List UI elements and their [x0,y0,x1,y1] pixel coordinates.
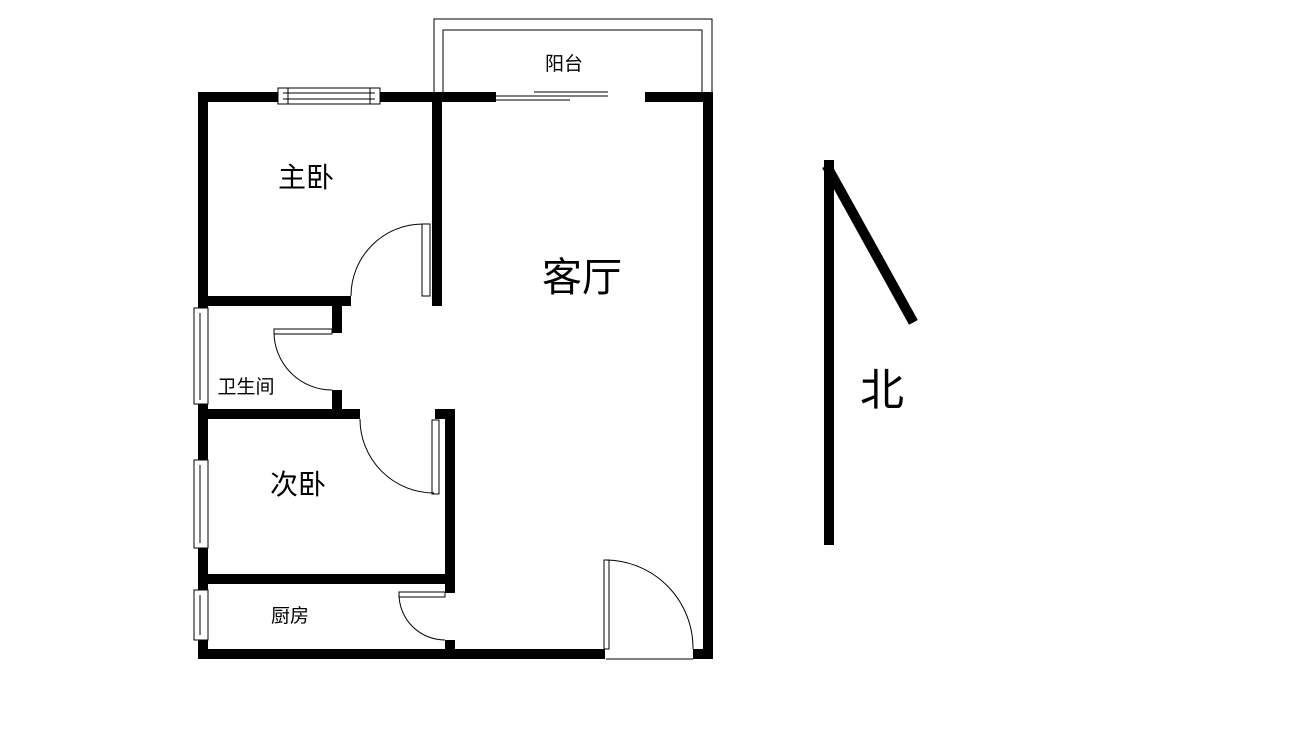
living-room-label: 客厅 [542,255,622,301]
entrance-door [603,559,694,660]
master-bedroom-door [350,223,431,297]
interior-walls [198,92,455,659]
kitchen-label: 厨房 [271,605,309,627]
balcony-sliding-door [496,91,608,101]
balcony-label: 阳台 [545,53,583,75]
master-bedroom-label: 主卧 [278,161,334,194]
exterior-walls [198,92,713,659]
windows [193,87,381,641]
kitchen-door [398,591,446,641]
bathroom-door [273,328,333,391]
balcony-outline [433,18,713,92]
second-bedroom-label: 次卧 [270,468,326,501]
north-label: 北 [860,365,904,416]
bathroom-label: 卫生间 [217,376,274,398]
north-arrow-icon [822,160,918,545]
second-bedroom-door [359,418,440,495]
